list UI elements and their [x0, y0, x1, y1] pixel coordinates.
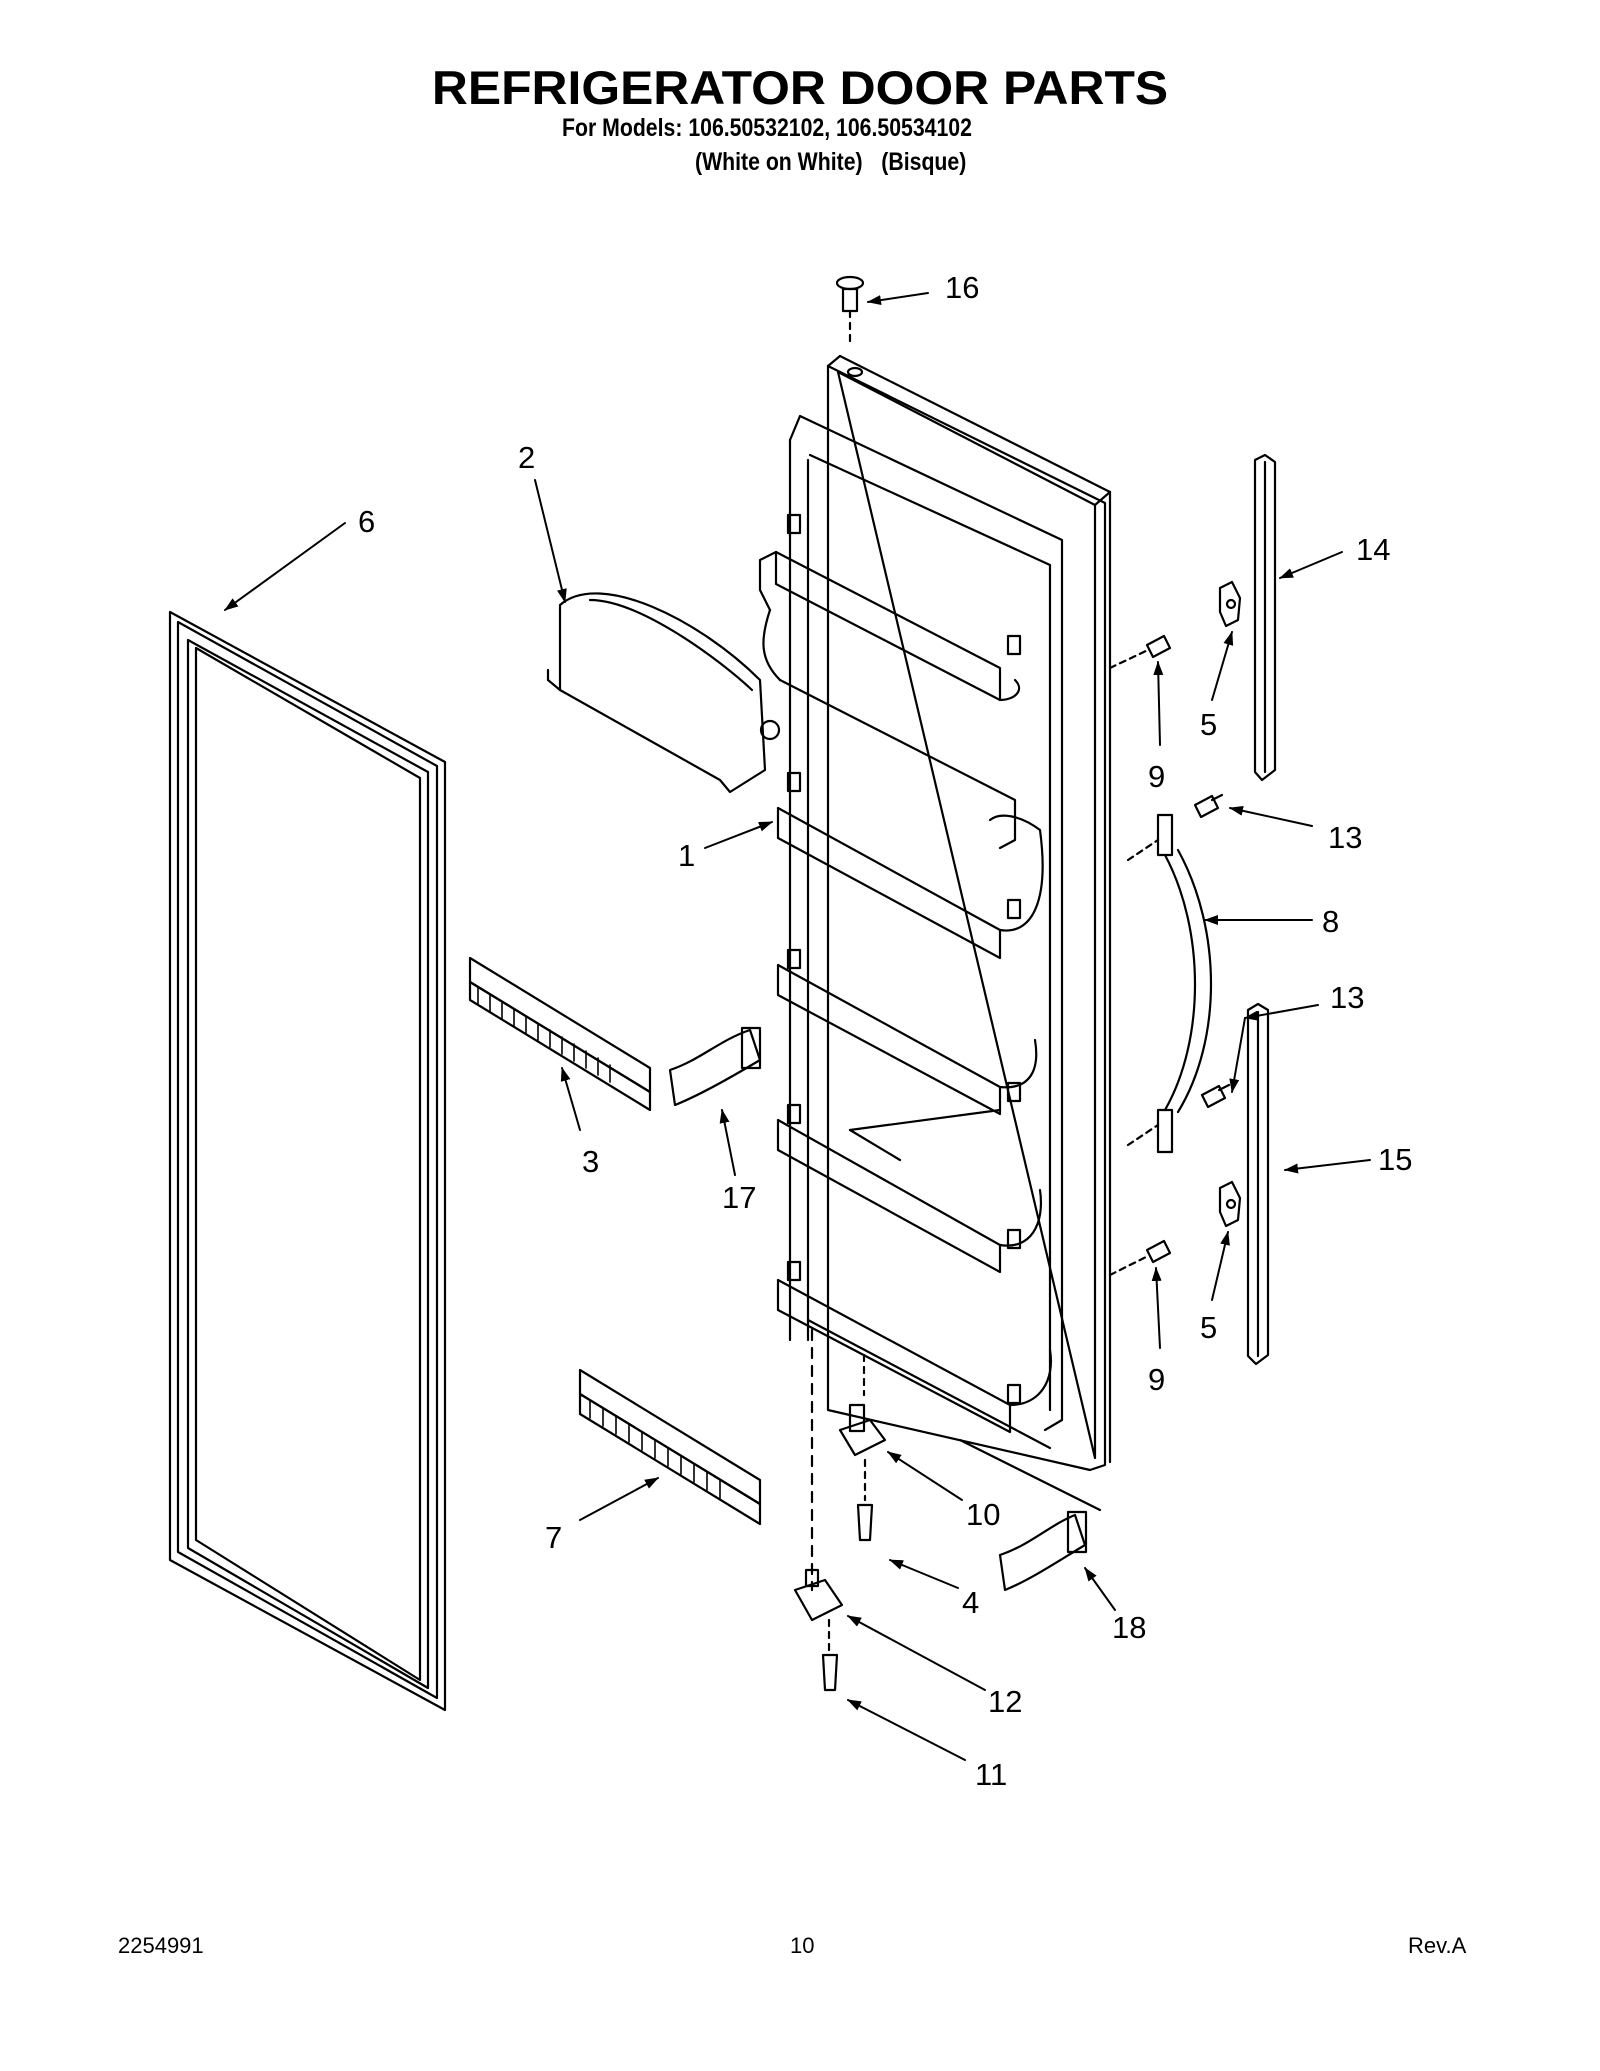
screw-part-4: [856, 1503, 874, 1542]
clip-part-5-upper: [1218, 580, 1242, 628]
cap-part-18: [998, 1510, 1088, 1592]
callout-5: 5: [1200, 707, 1217, 742]
screw-part-9-lower: [1108, 1239, 1172, 1277]
variant-white: (White on White): [695, 148, 863, 176]
door-gasket-part-6: [168, 610, 447, 1712]
variant-bisque: (Bisque): [881, 148, 967, 176]
callout-18: 18: [1112, 1610, 1146, 1645]
clip-part-5-lower: [1218, 1180, 1242, 1228]
color-variants: (White on White) (Bisque): [695, 148, 966, 177]
handle-part-8: [1126, 813, 1212, 1154]
callout-13: 13: [1328, 820, 1362, 855]
callout-11: 11: [975, 1757, 1007, 1792]
screw-part-13-lower: [1200, 1083, 1231, 1109]
callout-17: 17: [722, 1180, 756, 1215]
bin-part-3: [468, 956, 652, 1112]
revision: Rev.A: [1408, 1933, 1467, 1958]
callout-13b: 13: [1330, 980, 1364, 1015]
callout-7: 7: [545, 1520, 562, 1555]
callout-10: 10: [966, 1497, 1000, 1532]
callout-2: 2: [518, 440, 535, 475]
trim-part-15: [1246, 1002, 1270, 1366]
trim-part-14: [1253, 453, 1277, 782]
screw-part-9-upper: [1108, 634, 1172, 670]
bin-part-7: [578, 1368, 762, 1526]
page-title: REFRIGERATOR DOOR PARTS: [431, 61, 1169, 114]
page-number: 10: [790, 1933, 815, 1958]
callout-numbers: 16 2 6 14 5 9 13 1 8 13 3 17 15 5 9 10 7…: [358, 270, 1412, 1792]
callout-12: 12: [988, 1684, 1022, 1719]
callout-5b: 5: [1200, 1310, 1217, 1345]
callout-4: 4: [962, 1585, 979, 1620]
plug-part-16: [835, 275, 865, 378]
door-liner: [758, 354, 1112, 1592]
bracket-part-12: [793, 1568, 844, 1622]
callout-16: 16: [945, 270, 979, 305]
callout-9: 9: [1148, 759, 1165, 794]
callout-8: 8: [1322, 904, 1339, 939]
screw-part-11: [821, 1618, 839, 1692]
doc-number: 2254991: [118, 1933, 204, 1958]
models-line: For Models: 106.50532102, 106.50534102: [562, 114, 972, 142]
callout-1: 1: [678, 838, 695, 873]
callout-3: 3: [582, 1144, 599, 1179]
screw-part-13-upper: [1193, 793, 1224, 819]
hinge-part-10: [838, 1353, 887, 1502]
callout-15: 15: [1378, 1142, 1412, 1177]
callout-14: 14: [1356, 532, 1390, 567]
callout-9b: 9: [1148, 1362, 1165, 1397]
dairy-door-part-2: [546, 592, 781, 794]
callout-6: 6: [358, 504, 375, 539]
leader-lines: [224, 292, 1371, 1761]
cap-part-17: [668, 1026, 762, 1107]
